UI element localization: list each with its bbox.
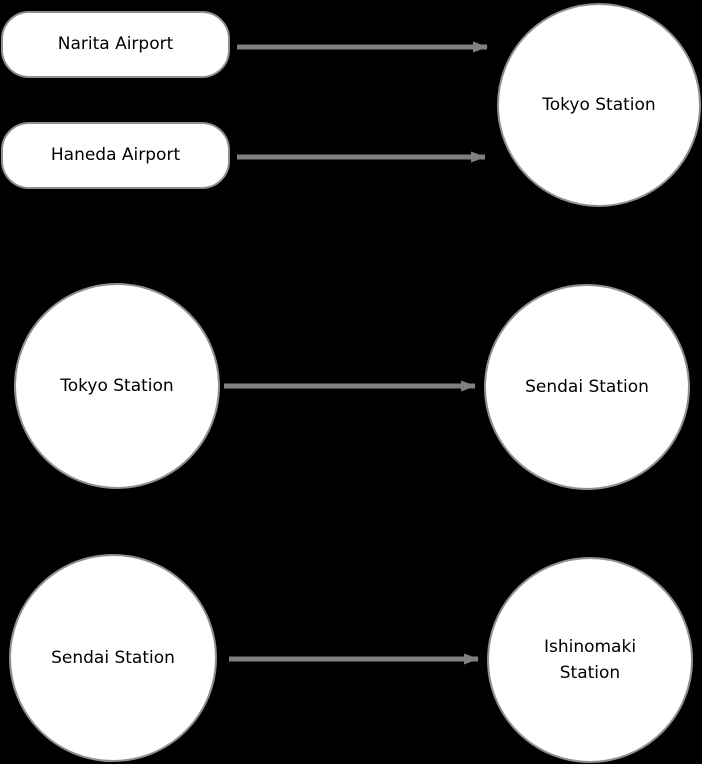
node-tokyo-station-top: Tokyo Station [497, 3, 701, 207]
node-label: Haneda Airport [50, 145, 181, 166]
node-sendai-station-mid: Sendai Station [484, 284, 690, 490]
node-label: Tokyo Station [60, 375, 174, 396]
node-ishinomaki-station: Ishinomaki Station [487, 557, 693, 763]
node-label: Narita Airport [57, 34, 174, 55]
node-label: Sendai Station [51, 647, 175, 668]
node-tokyo-station-mid: Tokyo Station [14, 283, 220, 489]
node-narita-airport: Narita Airport [1, 11, 230, 78]
node-label: Ishinomaki Station [543, 636, 637, 683]
node-haneda-airport: Haneda Airport [1, 122, 230, 189]
node-label: Tokyo Station [542, 94, 656, 115]
node-sendai-station-bottom: Sendai Station [9, 554, 217, 762]
node-label: Sendai Station [525, 376, 649, 397]
